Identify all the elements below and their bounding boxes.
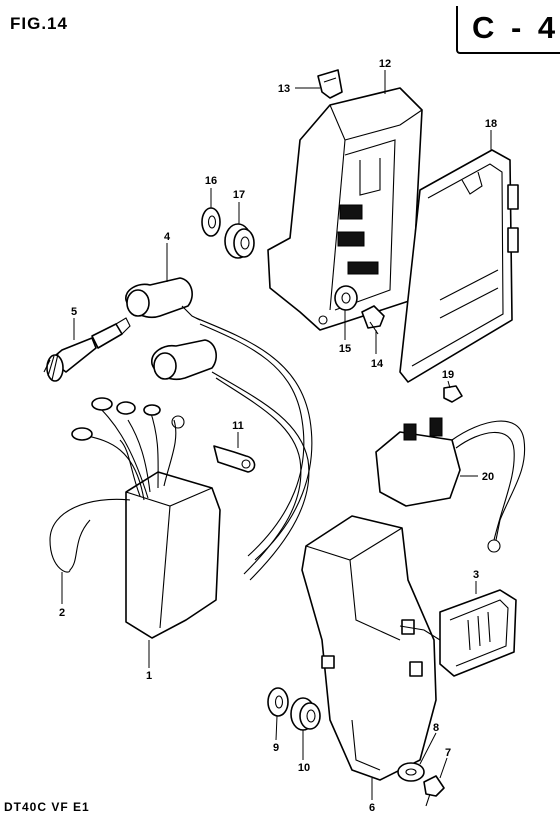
part-1-cdi-unit [71,397,221,639]
callout-9: 9 [273,742,279,754]
part-18-cover [399,149,519,383]
part-2-loop [49,498,131,573]
callout-20: 20 [482,471,494,483]
callout-5: 5 [71,306,77,318]
callout-2: 2 [59,607,65,619]
callout-10: 10 [298,762,310,774]
callout-18: 18 [485,118,497,130]
part-17-grommet [224,223,255,259]
section-code-box: C - 4 [456,6,560,54]
part-4-plug-cap [125,277,201,321]
callout-13: 13 [278,83,290,95]
model-code: DT40C VF E1 [4,800,90,814]
callout-12: 12 [379,58,391,70]
callout-16: 16 [205,175,217,187]
part-6-lower-box [301,515,437,781]
part-14-bolt [361,305,385,335]
callout-14: 14 [371,358,384,370]
section-code: C - 4 [472,10,560,45]
figure-title: FIG.14 [10,14,68,33]
part-4-plug-cap-second [151,339,217,380]
part-7-bolt [423,775,445,807]
part-10-grommet [290,697,321,731]
callout-1: 1 [146,670,152,682]
callout-4: 4 [164,231,171,243]
callouts: 1 2 3 4 5 6 7 8 9 10 11 12 13 14 15 16 1… [59,58,497,814]
callout-3: 3 [473,569,479,581]
part-20-relay [375,417,526,553]
callout-7: 7 [445,747,451,759]
callout-6: 6 [369,802,375,814]
callout-17: 17 [233,189,245,201]
leader-lines [61,70,492,800]
callout-19: 19 [442,369,454,381]
part-19-screw [443,385,463,403]
part-8-washer [397,762,425,782]
part-9-washer [267,687,289,717]
part-15-washer [334,285,358,311]
callout-15: 15 [339,343,351,355]
part-16-washer [201,207,221,237]
callout-11: 11 [232,420,244,432]
part-5-spark-plug [43,317,131,382]
high-tension-cords [195,317,313,581]
callout-8: 8 [433,722,439,734]
part-11-clamp [213,445,256,473]
part-3-cover [399,589,517,677]
part-13-clip [317,69,343,99]
